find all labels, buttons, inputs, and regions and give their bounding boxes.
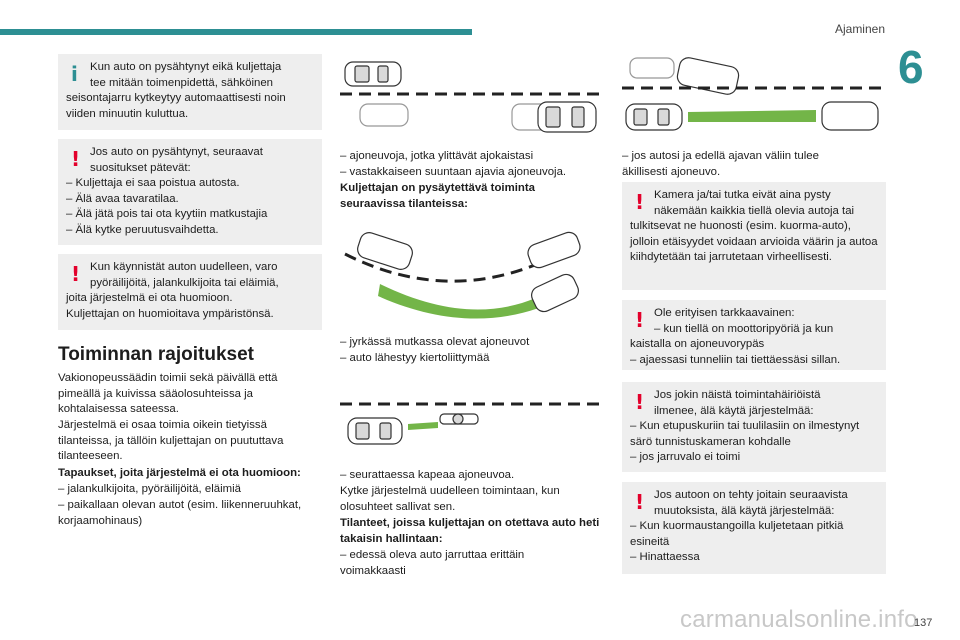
warning-box-malfunction: ! Jos jokin näistä toimintahäiriöistä il…	[622, 382, 886, 472]
car-icon	[357, 231, 581, 313]
warning-icon: !	[71, 147, 81, 171]
warning-box-line1: Jos auto on pysähtynyt, seuraavat	[90, 146, 263, 158]
bold-heading: Tapaukset, joita järjestelmä ei ota huom…	[58, 467, 301, 479]
info-box-rest: seisontajarru kytkeytyy automaattisesti …	[66, 92, 286, 120]
warning-box-rest: – ajaessasi tunneliin tai tiettäessäsi s…	[630, 353, 841, 366]
list-item: – seurattaessa kapeaa ajoneuvoa.	[340, 469, 515, 481]
warning-box-stopped: ! Jos auto on pysähtynyt, seuraavat suos…	[58, 139, 322, 245]
list-item: – auto lähestyy kiertoliittymää	[340, 352, 490, 364]
warning-box-line2: suositukset pätevät:	[90, 161, 191, 174]
car-icon	[629, 57, 740, 95]
warning-box-rest: – Hinattaessa	[630, 551, 700, 564]
header-accent-bar	[0, 29, 472, 35]
warning-box-line2: ilmenee, älä käytä järjestelmää:	[654, 404, 814, 417]
info-box: i Kun auto on pysähtynyt eikä kuljettaja…	[58, 54, 322, 130]
list-item: – ajoneuvoja, jotka ylittävät ajokaistas…	[340, 150, 534, 162]
list-item: – paikallaan olevan autot (esim. liikenn…	[58, 499, 302, 527]
warning-box-camera: ! Kamera ja/tai tutka eivät aina pysty n…	[622, 182, 886, 290]
paragraph: Vakionopeussäädin toimii sekä päivällä e…	[58, 372, 278, 416]
paragraph: Järjestelmä ei osaa toimia oikein tietyi…	[58, 419, 284, 463]
warning-icon: !	[635, 308, 645, 332]
illustration-cut-in-vehicle	[622, 57, 884, 131]
list-item: – Älä avaa tavaratilaa.	[66, 192, 179, 205]
motorcycle-icon	[439, 413, 479, 425]
list-item: – vastakkaiseen suuntaan ajavia ajoneuvo…	[340, 166, 567, 178]
list-item: – jos autosi ja edellä ajavan väliin tul…	[622, 150, 819, 178]
section-title: Toiminnan rajoitukset	[58, 344, 255, 365]
warning-box-line2: näkemään kaikkia tiellä olevia autoja ta…	[654, 204, 855, 217]
warning-box-line1: Jos autoon on tehty joitain seuraavista	[654, 489, 848, 501]
warning-box-rest: – Kun kuormaustangoilla kuljetetaan pitk…	[630, 520, 844, 548]
car-icon	[359, 103, 409, 127]
list-item: – jalankulkijoita, pyöräilijöitä, eläimi…	[58, 483, 241, 495]
header-title: Ajaminen	[834, 22, 885, 36]
warning-box-line1: Kamera ja/tai tutka eivät aina pysty	[654, 189, 831, 201]
warning-box-line2: pyöräilijöitä, jalankulkijoita tai eläim…	[90, 276, 279, 289]
car-icon	[511, 101, 597, 133]
list-item: – edessä oleva auto jarruttaa erittäin v…	[340, 549, 525, 577]
bold-heading: Kuljettajan on pysäytettävä toiminta seu…	[340, 182, 535, 210]
page-number: 137	[914, 617, 933, 629]
warning-icon: !	[635, 190, 645, 214]
illustration-crossing-vehicles	[340, 61, 602, 133]
warning-box-rest: tulkitsevat ne huonosti (esim. kuorma-au…	[630, 220, 878, 264]
list-item: – Kuljettaja ei saa poistua autosta.	[66, 177, 240, 190]
warning-icon: !	[71, 262, 81, 286]
list-item: – Älä kytke peruutusvaihdetta.	[66, 223, 219, 236]
bold-heading: Tilanteet, joissa kuljettajan on otettav…	[340, 517, 600, 545]
list-item: – jyrkässä mutkassa olevat ajoneuvot	[340, 336, 530, 348]
warning-icon: !	[635, 490, 645, 514]
warning-box-rest: joita järjestelmä ei ota huomioon.	[66, 292, 233, 305]
info-box-line2: tee mitään toimenpidettä, sähköinen	[90, 76, 274, 89]
paragraph: Kytke järjestelmä uudelleen toimintaan, …	[340, 485, 560, 513]
watermark: carmanualsonline.info	[680, 606, 918, 633]
illustration-sharp-curve	[344, 231, 581, 319]
info-icon: i	[71, 62, 78, 86]
car-icon	[625, 101, 879, 131]
warning-box-rest: – jos jarruvalo ei toimi	[630, 451, 741, 464]
warning-box-line2: muutoksista, älä käytä järjestelmää:	[654, 504, 835, 517]
warning-box-restart: ! Kun käynnistät auton uudelleen, varo p…	[58, 254, 322, 330]
warning-icon: !	[635, 390, 645, 414]
warning-box-line1: Jos jokin näistä toimintahäiriöistä	[654, 389, 821, 401]
warning-box-rest: kaistalla on ajoneuvorypäs	[630, 338, 765, 351]
warning-box-line1: Ole erityisen tarkkaavainen:	[654, 307, 795, 319]
warning-box-attention: ! Ole erityisen tarkkaavainen: – kun tie…	[622, 300, 886, 370]
warning-box-line2: – kun tiellä on moottoripyöriä ja kun	[654, 322, 834, 335]
warning-box-rest: Kuljettajan on huomioitava ympäristönsä.	[66, 307, 274, 320]
warning-box-line1: Kun käynnistät auton uudelleen, varo	[90, 261, 278, 273]
car-icon	[344, 61, 402, 87]
warning-box-modifications: ! Jos autoon on tehty joitain seuraavist…	[622, 482, 886, 574]
warning-box-rest: – Kun etupuskuriin tai tuulilasiin on il…	[630, 420, 860, 448]
chapter-number: 6	[898, 41, 924, 93]
car-icon	[347, 417, 403, 445]
info-box-line1: Kun auto on pysähtynyt eikä kuljettaja	[90, 61, 282, 73]
list-item: – Älä jätä pois tai ota kyytiin matkusta…	[66, 208, 268, 221]
illustration-narrow-vehicle	[340, 402, 602, 445]
